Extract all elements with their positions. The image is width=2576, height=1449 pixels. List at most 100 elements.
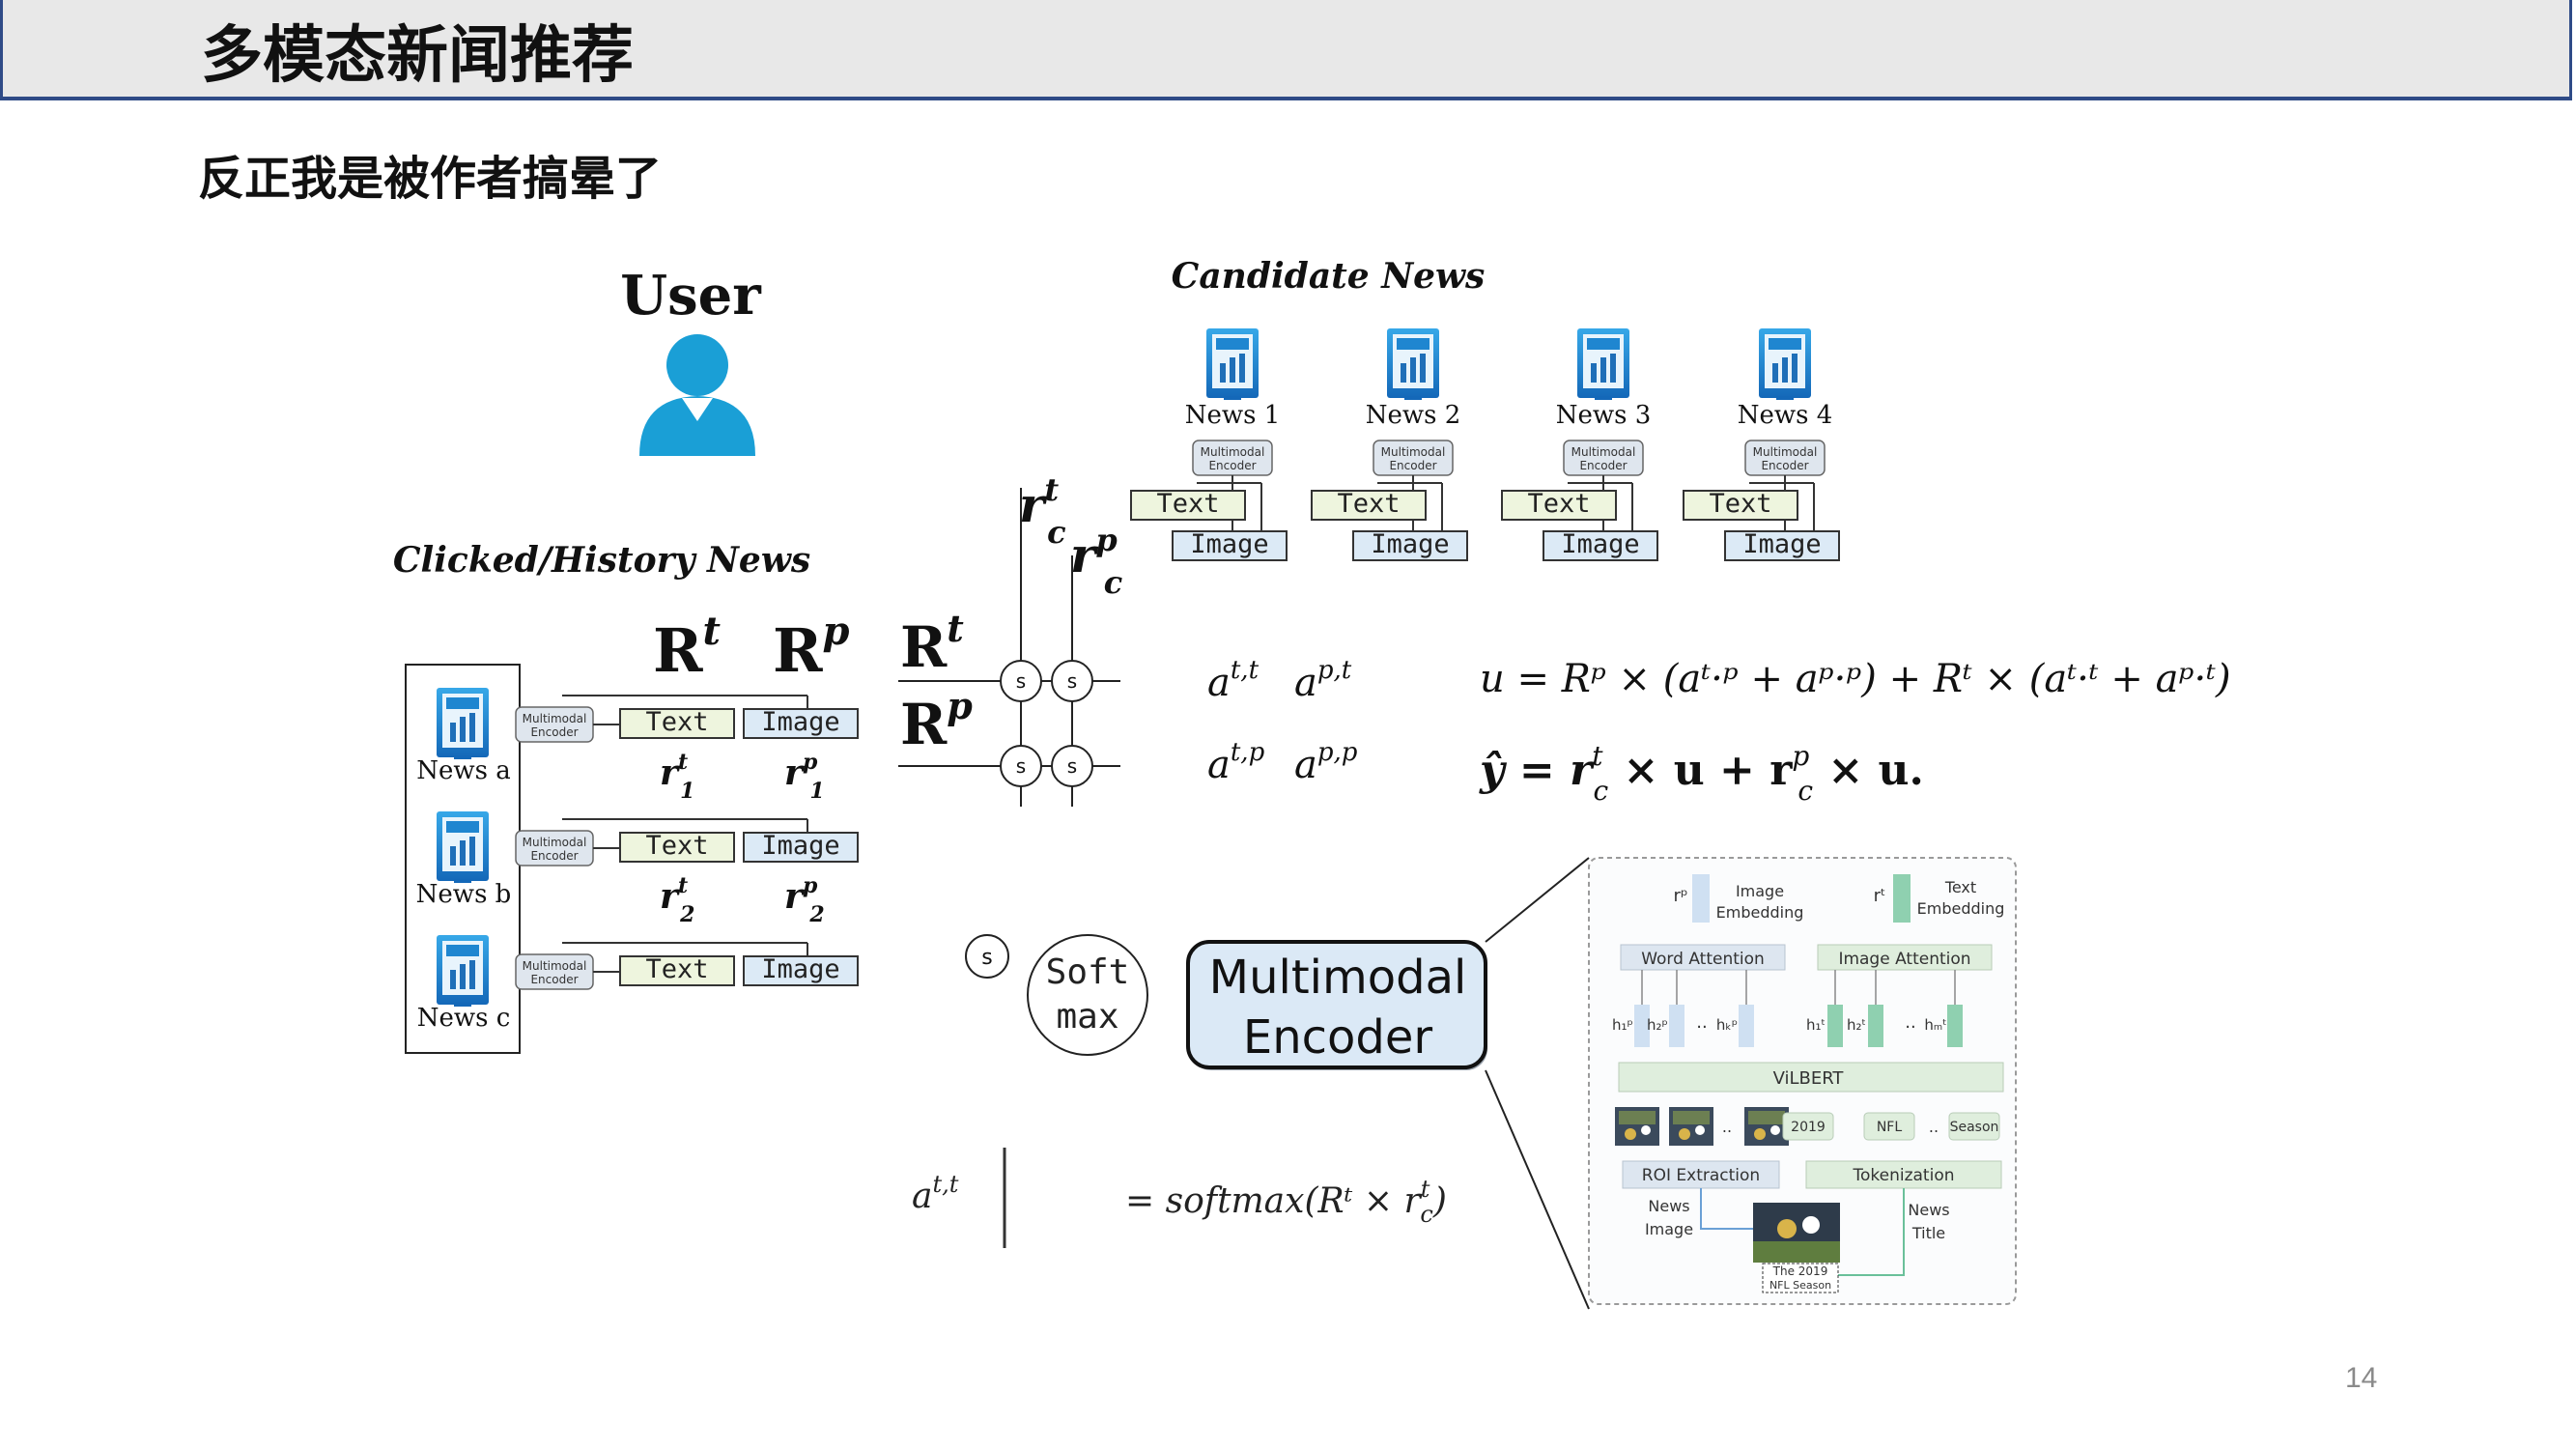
- svg-text:Multimodal: Multimodal: [1381, 445, 1446, 459]
- detail-label: Text: [1944, 878, 1976, 896]
- detail-label: News: [1908, 1201, 1949, 1219]
- detail-label: Embedding: [1716, 903, 1804, 922]
- svg-text:Multimodal: Multimodal: [1753, 445, 1818, 459]
- text-box: Text: [1501, 489, 1617, 521]
- svg-text:Multimodal: Multimodal: [523, 959, 587, 973]
- detail-label: Word Attention: [1641, 950, 1765, 969]
- svg-text:ap,t: ap,t: [1294, 656, 1352, 705]
- image-region: [1744, 1107, 1789, 1146]
- hidden-state-label: hₘᵗ: [1924, 1016, 1946, 1034]
- text-box: Text: [619, 954, 735, 986]
- token-label: Season: [1950, 1120, 1999, 1135]
- token-label: 2019: [1791, 1120, 1826, 1135]
- image-box: Image: [743, 707, 859, 739]
- image-box: Image: [1352, 529, 1468, 561]
- candidate-news-name: News 4: [1738, 401, 1833, 430]
- svg-text:Text: Text: [1337, 489, 1400, 519]
- news-icon: [437, 935, 489, 1007]
- detail-label: ..: [1722, 1118, 1732, 1136]
- image-box: Image: [743, 954, 859, 986]
- slide-title: 多模态新闻推荐: [201, 19, 634, 92]
- image-box: Image: [1172, 529, 1288, 561]
- image-box: Image: [743, 831, 859, 863]
- user-vector-formula: u = Rᵖ × (aᵗ·ᵖ + aᵖ·ᵖ) + Rᵗ × (aᵗ·ᵗ + aᵖ…: [1480, 657, 2231, 701]
- candidate-news-name: News 2: [1366, 401, 1461, 430]
- hidden-state-label: hₖᵖ: [1716, 1016, 1738, 1034]
- attention-weights: at,t ap,t at,p ap,p: [1207, 656, 1358, 787]
- news-icon: [1206, 328, 1259, 400]
- history-news-label: Clicked/History News: [393, 540, 810, 581]
- svg-text:s: s: [1016, 754, 1026, 778]
- svg-text:at,t: at,t: [1207, 656, 1260, 705]
- hidden-state-label: h₁ᵖ: [1612, 1016, 1633, 1034]
- svg-text:at,p: at,p: [1207, 738, 1265, 787]
- svg-text:Encoder: Encoder: [1243, 1010, 1433, 1065]
- svg-text:Rt: Rt: [653, 609, 722, 686]
- news-photo: [1753, 1203, 1840, 1263]
- svg-text:Rp: Rp: [773, 609, 850, 686]
- news-icon: [437, 811, 489, 883]
- detail-label: Image Attention: [1838, 950, 1970, 969]
- s-node: s: [1000, 745, 1042, 787]
- detail-label: Embedding: [1917, 899, 2005, 918]
- detail-label: ViLBERT: [1773, 1068, 1845, 1089]
- svg-text:Soft: Soft: [1046, 952, 1130, 992]
- news-icon: [1387, 328, 1439, 400]
- s-node: s: [1000, 660, 1042, 702]
- rt-label: rᵗ: [1874, 886, 1886, 906]
- svg-text:Text: Text: [645, 707, 708, 737]
- svg-text:Text: Text: [1709, 489, 1771, 519]
- svg-text:Multimodal: Multimodal: [523, 712, 587, 725]
- detail-label: ..: [1905, 1012, 1915, 1033]
- detail-label: Image: [1645, 1220, 1693, 1238]
- s-node: s: [1051, 745, 1093, 787]
- detail-label: NFL Season: [1769, 1279, 1831, 1292]
- svg-text:at,t: at,t: [912, 1171, 959, 1216]
- svg-text:Encoder: Encoder: [530, 849, 578, 863]
- svg-text:Image: Image: [761, 707, 839, 737]
- history-news-name: News c: [417, 1004, 511, 1033]
- candidate-news-label: Candidate News: [1172, 256, 1486, 297]
- svg-text:max: max: [1056, 997, 1118, 1037]
- image-box: Image: [1724, 529, 1840, 561]
- slide-subtitle: 反正我是被作者搞晕了: [198, 152, 663, 206]
- detail-label: News: [1648, 1197, 1689, 1215]
- user-label: User: [620, 264, 762, 327]
- svg-text:rpc: rpc: [1070, 522, 1122, 601]
- history-matrix-labels: Rt Rp: [653, 609, 850, 686]
- detail-label: ..: [1696, 1012, 1707, 1033]
- detail-label: Image: [1736, 882, 1784, 900]
- history-news-name: News a: [416, 756, 511, 785]
- candidate-news-name: News 1: [1185, 401, 1281, 430]
- hidden-state-label: h₂ᵖ: [1647, 1016, 1668, 1034]
- history-news-name: News b: [416, 880, 512, 909]
- svg-text:s: s: [981, 946, 992, 970]
- detail-label: The 2019: [1772, 1264, 1828, 1278]
- svg-text:Image: Image: [1371, 529, 1449, 559]
- svg-text:Encoder: Encoder: [1579, 459, 1627, 472]
- svg-text:Image: Image: [1742, 529, 1821, 559]
- text-box: Text: [1130, 489, 1246, 521]
- text-box: Text: [619, 707, 735, 739]
- svg-text:s: s: [1067, 754, 1077, 778]
- title-bar: 多模态新闻推荐: [0, 0, 2572, 100]
- svg-text:Encoder: Encoder: [1389, 459, 1436, 472]
